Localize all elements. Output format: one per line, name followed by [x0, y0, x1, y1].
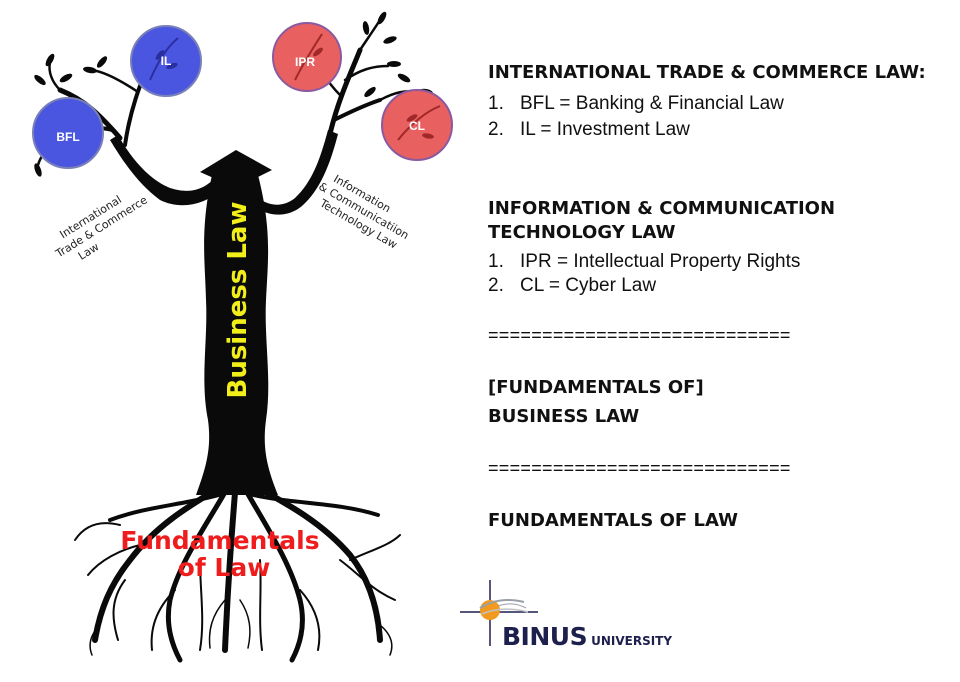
node-ipr: IPR	[272, 22, 342, 92]
tree-diagram: IL BFL IPR CL International Trade & Comm…	[32, 11, 453, 663]
itc-item-2-text: IL = Investment Law	[520, 119, 690, 140]
left-branch-label: International Trade & Commerce Law	[53, 193, 150, 263]
ict-item-1-num: 1.	[488, 251, 504, 272]
business-heading-line2: BUSINESS LAW	[488, 406, 640, 427]
node-bfl-label: BFL	[56, 130, 79, 144]
node-il-label: IL	[161, 54, 172, 68]
trunk-label: Business Law	[223, 202, 253, 399]
roots-label-line1: Fundamentals	[120, 526, 319, 555]
itc-item-2: 2. IL = Investment Law	[488, 119, 690, 141]
ict-item-2-num: 2.	[488, 275, 504, 296]
node-cl-label: CL	[409, 119, 425, 133]
itc-item-1-text: BFL = Banking & Financial Law	[520, 93, 784, 114]
node-ipr-label: IPR	[295, 55, 315, 69]
node-il: IL	[130, 25, 202, 97]
binus-logo-sub: UNIVERSITY	[591, 634, 673, 648]
business-heading-line1: [FUNDAMENTALS OF]	[488, 377, 704, 398]
ict-heading-line2: TECHNOLOGY LAW	[488, 222, 676, 243]
itc-item-1-num: 1.	[488, 93, 504, 114]
tree-trunk	[110, 130, 338, 495]
ict-item-1: 1. IPR = Intellectual Property Rights	[488, 251, 800, 273]
left-leaves	[34, 36, 200, 177]
ict-heading-line1: INFORMATION & COMMUNICATION	[488, 198, 836, 219]
itc-item-2-num: 2.	[488, 119, 504, 140]
itc-heading: INTERNATIONAL TRADE & COMMERCE LAW:	[488, 62, 926, 83]
node-cl: CL	[381, 89, 453, 161]
right-branch-label: Information & Communicatiion Technology …	[316, 172, 411, 251]
node-bfl: BFL	[32, 97, 104, 169]
binus-logo-mark	[460, 580, 538, 646]
binus-logo-brand: BINUS	[502, 622, 588, 651]
ict-item-1-text: IPR = Intellectual Property Rights	[520, 251, 801, 272]
separator-bottom: ============================	[488, 458, 791, 478]
right-leaves	[362, 11, 433, 98]
separator-top: ============================	[488, 325, 791, 345]
ict-item-2: 2. CL = Cyber Law	[488, 275, 656, 297]
ict-item-2-text: CL = Cyber Law	[520, 275, 657, 296]
itc-item-1: 1. BFL = Banking & Financial Law	[488, 93, 784, 115]
fundamentals-heading: FUNDAMENTALS OF LAW	[488, 510, 738, 531]
roots-label-line2: of Law	[178, 553, 271, 582]
